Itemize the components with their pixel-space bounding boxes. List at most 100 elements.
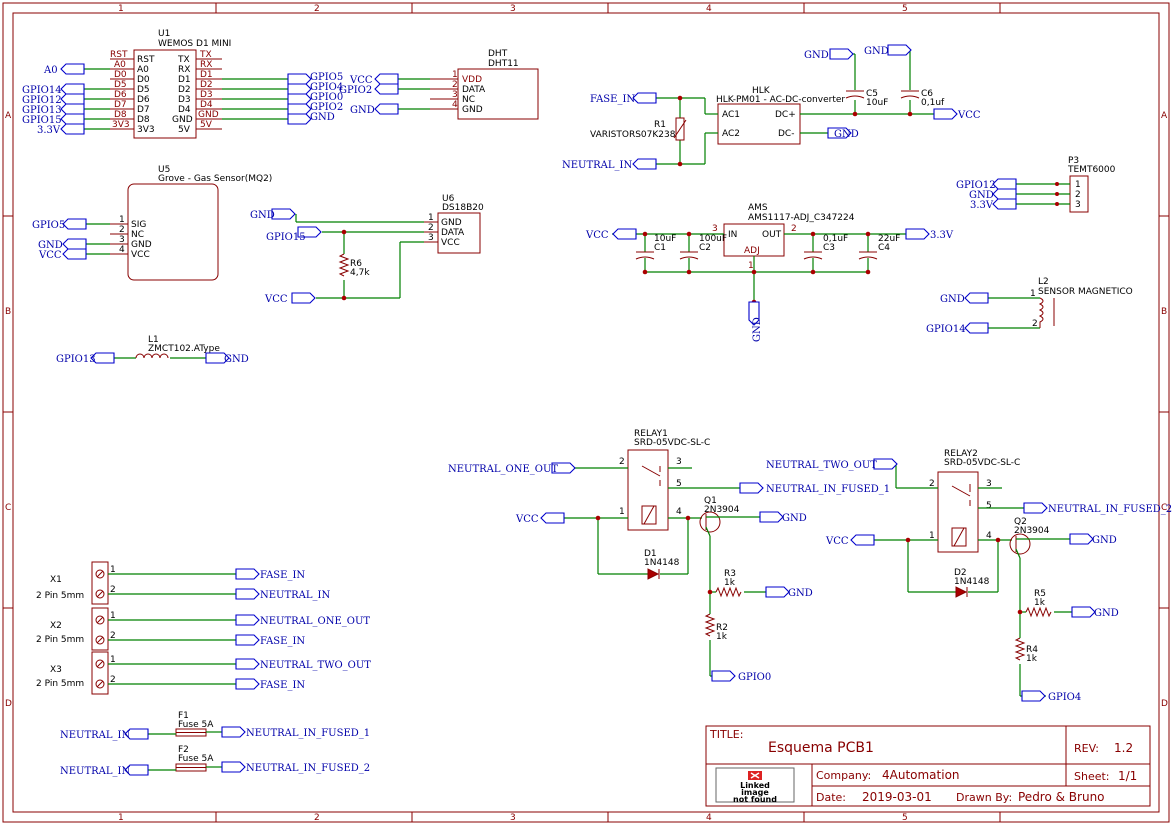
relay2-pin: 4 <box>986 531 992 541</box>
u1-pin-name: A0 <box>137 65 149 75</box>
relay1-pin: 5 <box>676 479 682 489</box>
u1-pin-num: D1 <box>200 70 213 80</box>
p3-pin: 2 <box>1075 190 1081 200</box>
relay2-pin: 5 <box>986 501 992 511</box>
net-label: NEUTRAL_ONE_OUT <box>448 464 558 475</box>
x3-value: 2 Pin 5mm <box>36 679 84 689</box>
dht-pin-num: 1 <box>452 70 458 80</box>
u1-pin-num: 5V <box>200 120 213 130</box>
col-label: 3 <box>510 4 516 14</box>
c4-value: 22uF <box>878 234 900 244</box>
col-label: 3 <box>510 813 516 823</box>
col-label: 1 <box>118 813 124 823</box>
f2-value: Fuse 5A <box>178 754 214 764</box>
relay2-circuit: RELAY2 SRD-05VDC-SL-C 2 3 5 1 4 D2 1N414… <box>766 449 1172 703</box>
l2-ref: L2 <box>1038 277 1049 287</box>
net-label: GND <box>224 354 249 365</box>
dht-pin-name: VDD <box>462 75 482 85</box>
company-label: Company: <box>816 769 871 782</box>
ams-pin-num: 1 <box>748 261 754 271</box>
u5-value: Grove - Gas Sensor(MQ2) <box>158 174 272 184</box>
net-label: GND <box>1092 535 1117 546</box>
col-label: 4 <box>706 813 712 823</box>
relay2-value: SRD-05VDC-SL-C <box>944 458 1020 468</box>
u1-pin-name: D8 <box>137 115 150 125</box>
u5-pin-num: 1 <box>119 215 125 225</box>
net-label: NEUTRAL_IN <box>60 766 130 777</box>
u1-pin-name: D2 <box>178 85 191 95</box>
net-label: A0 <box>43 65 58 76</box>
net-label: GPIO13 <box>22 105 62 116</box>
u6-pin-num: 2 <box>428 223 434 233</box>
c1-value: 10uF <box>654 234 676 244</box>
net-label: VCC <box>38 250 62 261</box>
dht-ref: DHT <box>488 49 508 59</box>
u5-pin-num: 4 <box>119 245 125 255</box>
r5-ref: R5 <box>1034 589 1046 599</box>
net-label: GND <box>804 50 829 61</box>
col-label: 2 <box>314 813 320 823</box>
r6-ref: R6 <box>350 259 362 269</box>
x2-ref: X2 <box>50 621 62 631</box>
r3-value: 1k <box>724 578 736 588</box>
net-label: NEUTRAL_IN_FUSED_1 <box>766 484 890 495</box>
net-label: NEUTRAL_ONE_OUT <box>260 616 370 627</box>
net-label: VCC <box>515 514 539 525</box>
u6-ref: U6 <box>442 194 455 204</box>
net-label: NEUTRAL_IN_FUSED_1 <box>246 728 370 739</box>
u5-pin-num: 3 <box>119 235 125 245</box>
net-label: NEUTRAL_IN <box>60 730 130 741</box>
hlk-pin: DC- <box>778 129 794 139</box>
u5-pin-num: 2 <box>119 225 125 235</box>
u1-pin-num: D8 <box>114 110 127 120</box>
net-label: GND <box>350 105 375 116</box>
row-label: A <box>5 111 12 121</box>
u1-pin-name: TX <box>177 55 190 65</box>
net-label: GND <box>940 294 965 305</box>
hlk-value: HLK-PM01 - AC-DC-converter <box>716 95 845 105</box>
f1-value: Fuse 5A <box>178 720 214 730</box>
terminal-pin: 1 <box>110 655 116 665</box>
net-label: GPIO14 <box>22 85 62 96</box>
ams-pin-num: 2 <box>791 224 797 234</box>
u1-pin-num: TX <box>199 50 212 60</box>
c2-ref: C2 <box>699 243 711 253</box>
u1-pin-name: D5 <box>137 85 150 95</box>
p3-temt6000: P3 TEMT6000 1 2 3 GPIO12 GND 3.3V <box>956 156 1116 213</box>
r1-varistor <box>673 117 687 141</box>
net-label: NEUTRAL_TWO_OUT <box>260 660 371 671</box>
col-label: 2 <box>314 4 320 14</box>
u1-pin-name: D3 <box>178 95 191 105</box>
u5-gas-sensor: U5 Grove - Gas Sensor(MQ2) 1 2 3 4 SIG N… <box>32 165 272 281</box>
relay1-pin: 4 <box>676 507 682 517</box>
net-label: GPIO12 <box>22 95 62 106</box>
r1-value: VARISTORS07K238 <box>590 130 676 140</box>
hlk-ref: HLK <box>752 86 771 96</box>
x1-ref: X1 <box>50 575 62 585</box>
net-label: GPIO5 <box>32 220 65 231</box>
ams-pin: IN <box>728 230 737 240</box>
dht-pin-name: DATA <box>462 85 486 95</box>
net-label: GND <box>1094 608 1119 619</box>
relay2-pin: 2 <box>929 479 935 489</box>
fuses: F1 Fuse 5A NEUTRAL_IN NEUTRAL_IN_FUSED_1… <box>60 711 370 777</box>
u1-pin-name: 3V3 <box>137 125 155 135</box>
u1-value: WEMOS D1 MINI <box>158 39 231 49</box>
ams1117-regulator: AMS AMS1117-ADJ_C347224 IN OUT ADJ 3 2 1… <box>585 203 954 342</box>
net-label: 3.3V <box>970 200 994 211</box>
net-label: GND <box>969 190 994 201</box>
net-label: GPIO0 <box>738 672 771 683</box>
x1-value: 2 Pin 5mm <box>36 591 84 601</box>
net-label: GND <box>864 46 889 57</box>
net-label: GPIO13 <box>56 354 96 365</box>
dht-pin-name: GND <box>462 105 483 115</box>
net-label: VCC <box>585 230 609 241</box>
c5-ref: C5 <box>866 89 878 99</box>
l1-current-transformer: L1 ZMCT102.AType GPIO13 GND <box>56 335 249 365</box>
net-label: 3.3V <box>37 125 61 136</box>
q1-value: 2N3904 <box>704 505 740 515</box>
net-label: GPIO5 <box>310 72 343 83</box>
title-label: TITLE: <box>709 728 743 741</box>
u5-pin-name: VCC <box>131 250 150 260</box>
net-label: GPIO2 <box>339 85 372 96</box>
